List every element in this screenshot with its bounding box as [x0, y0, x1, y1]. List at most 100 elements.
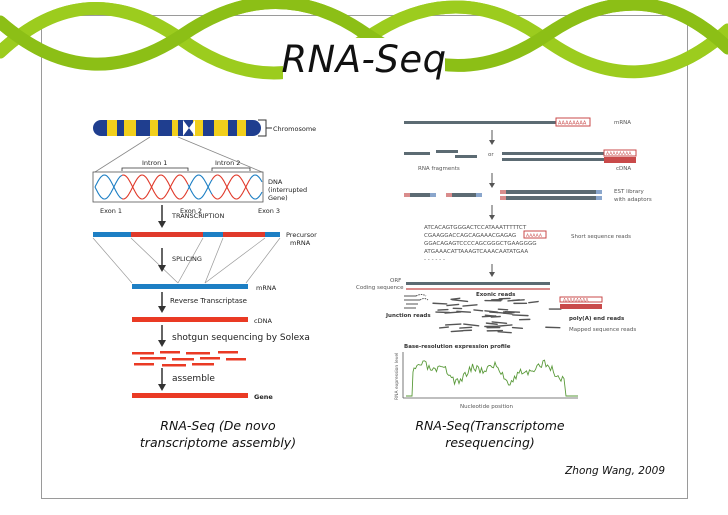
label-mapped-reads: Mapped sequence reads	[569, 327, 636, 333]
polya-tag-mrna-text: AAAAAAAA	[558, 121, 587, 127]
exonic-read	[473, 309, 484, 312]
chromosome	[93, 119, 272, 137]
exonic-read	[451, 299, 469, 303]
exonic-read	[511, 326, 524, 330]
label-or: or	[488, 152, 494, 158]
left-caption-line2: transcriptome assembly)	[139, 435, 297, 450]
label-dna-1: DNA	[268, 178, 283, 186]
exonic-read	[528, 300, 539, 304]
label-exonic-reads: Exonic reads	[476, 292, 516, 298]
label-intron2: Intron 2	[215, 159, 240, 167]
helix-strand	[249, 191, 263, 200]
exonic-read	[484, 310, 498, 313]
helix-strand	[249, 174, 263, 183]
label-exon3: Exon 3	[258, 207, 280, 215]
label-junction-reads: Junction reads	[385, 313, 431, 319]
right-caption-line1: RNA-Seq(Transcriptome	[415, 418, 565, 433]
exonic-read	[481, 315, 497, 318]
exonic-read	[497, 308, 509, 311]
polya-tag-read-text: AAAAA	[526, 233, 543, 239]
label-est-2: with adaptors	[614, 197, 652, 203]
assembled-gene	[132, 393, 248, 398]
label-reverse-transcriptase: Reverse Transcriptase	[170, 297, 247, 305]
label-gene: Gene	[254, 393, 273, 401]
helix-strand	[211, 174, 251, 200]
exonic-read	[450, 297, 461, 300]
rna-fragments	[404, 150, 477, 158]
label-splicing: SPLICING	[172, 255, 202, 263]
exonic-read	[459, 326, 473, 329]
label-coding-sequence: Coding sequence	[356, 285, 404, 291]
label-precursor-2: mRNA	[290, 239, 311, 247]
exonic-read	[444, 323, 462, 326]
label-est-1: EST library	[614, 189, 645, 195]
mature-mrna	[132, 284, 248, 289]
exonic-read	[432, 302, 448, 305]
slide-frame	[41, 15, 688, 499]
polya-tag-read	[523, 230, 547, 239]
exonic-read	[446, 303, 460, 307]
label-assemble: assemble	[172, 374, 215, 384]
exonic-read	[456, 310, 472, 313]
polya-tag-end-1	[559, 296, 603, 303]
slide-title: RNA-Seq	[281, 38, 447, 81]
label-r-cdna: cDNA	[616, 166, 631, 172]
seq-read-1: ATCACAGTGGGACTCCATAAATTTTTCT	[424, 225, 527, 231]
helix-strand	[94, 174, 123, 200]
label-mrna: mRNA	[256, 284, 277, 292]
label-chromosome: Chromosome	[273, 125, 316, 133]
exonic-read	[496, 324, 513, 327]
label-short-reads: Short sequence reads	[571, 234, 631, 240]
polya-tag-cdna-text: AAAAAAAA	[606, 151, 632, 157]
helix-strand	[211, 174, 251, 200]
precursor-mrna	[93, 232, 280, 237]
exonic-read	[497, 330, 512, 334]
polya-tag-end-2	[560, 304, 602, 309]
label-polya-reads: poly(A) end reads	[569, 316, 625, 322]
polya-tag-mrna	[555, 117, 591, 127]
label-exon1: Exon 1	[100, 207, 122, 215]
left-caption-line1: RNA-Seq (De novo	[160, 418, 276, 433]
label-rna-fragments: RNA fragments	[418, 166, 460, 172]
label-precursor-1: Precursor	[286, 231, 317, 239]
exonic-read	[507, 299, 520, 302]
label-exon2: Exon 2	[180, 207, 202, 215]
dna-helix	[94, 174, 263, 200]
exonic-read	[438, 326, 450, 329]
label-dna-3: Gene)	[268, 194, 288, 202]
label-intron1: Intron 1	[142, 159, 167, 167]
exonic-reads	[432, 297, 562, 334]
right-caption: RNA-Seq(Transcriptome resequencing)	[400, 417, 580, 451]
seq-read-5: - - - - - -	[424, 257, 445, 263]
credit: Zhong Wang, 2009	[565, 465, 665, 477]
polya-tag-cdna	[603, 149, 637, 157]
exonic-read	[485, 322, 498, 325]
exonic-read	[462, 304, 478, 307]
exonic-read	[495, 311, 506, 314]
exonic-read	[512, 314, 529, 317]
polya-tag-end-text: AAAAAAAA	[563, 298, 589, 304]
mrna-bar	[404, 121, 556, 124]
est-library	[404, 190, 602, 200]
label-r-mrna: mRNA	[614, 120, 631, 126]
label-y-axis: RNA expression level	[394, 353, 400, 400]
short-fragments	[132, 351, 246, 367]
helix-strand	[94, 174, 123, 200]
sequence-reads: ATCACAGTGGGACTCCATAAATTTTTCT CGAAGGACCAG…	[424, 225, 537, 263]
title-backdrop	[283, 38, 445, 84]
seq-read-2: CGAAGGACCAGCAGAAACGAGAG	[424, 233, 516, 239]
exonic-read	[450, 330, 464, 333]
label-x-axis: Nucleotide position	[460, 404, 514, 410]
exonic-read	[491, 321, 508, 325]
exonic-read	[504, 310, 521, 313]
left-caption: RNA-Seq (De novo transcriptome assembly)	[118, 417, 318, 451]
label-profile-title: Base-resolution expression profile	[404, 344, 511, 350]
right-caption-line2: resequencing)	[445, 435, 535, 450]
label-cdna: cDNA	[254, 317, 272, 325]
junction-reads	[404, 294, 429, 309]
seq-read-4: ATGAAACATTAAAGTCAAACAATATGAA	[424, 249, 528, 255]
exonic-read	[490, 315, 501, 318]
exonic-read	[463, 323, 480, 327]
label-shotgun: shotgun sequencing by Solexa	[172, 333, 310, 343]
